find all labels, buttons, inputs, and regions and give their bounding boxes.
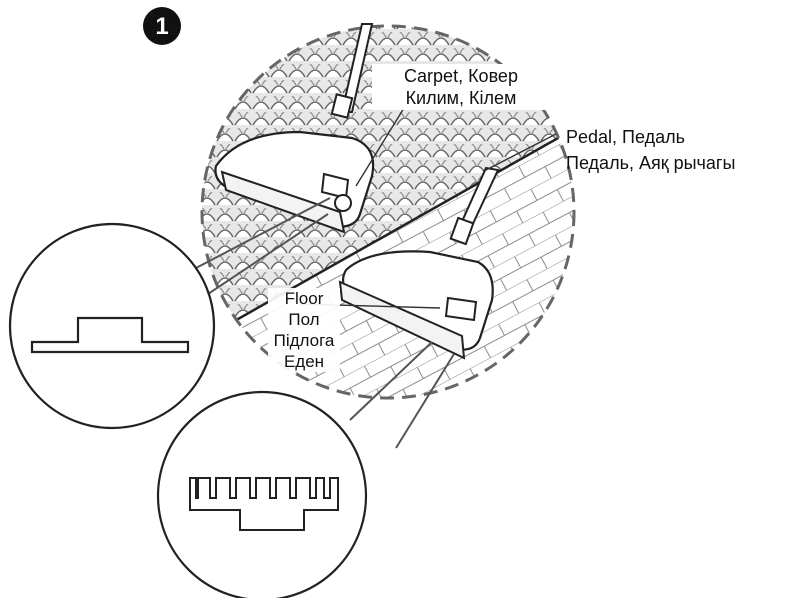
floor-mode-detail-circle — [156, 390, 368, 598]
floor-label-line-1: Floor — [284, 289, 324, 308]
raised-brush-profile — [30, 316, 190, 354]
floor-brush-head — [338, 166, 500, 360]
pedal-label: Pedal, Педаль Педаль, Аяқ рычагы — [566, 124, 735, 176]
floor-label-line-3: Підлога — [273, 331, 335, 350]
callout-connectors — [195, 197, 455, 449]
carpet-label-line-2: Килим, Кілем — [405, 88, 517, 108]
pedal-label-line-2: Педаль, Аяқ рычагы — [566, 153, 736, 173]
step-number-badge: 1 — [143, 7, 181, 45]
floor-label: Floor Пол Підлога Еден — [268, 288, 340, 372]
floor-label-line-2: Пол — [288, 310, 320, 329]
pedal-label-line-1: Pedal, Педаль — [566, 127, 685, 147]
carpet-label: Carpet, Ковер Килим, Кілем — [372, 64, 550, 110]
carpet-brush-head — [214, 23, 375, 234]
floor-label-line-4: Еден — [283, 352, 325, 371]
step-number: 1 — [155, 13, 168, 40]
bristle-brush-profile — [189, 477, 339, 531]
scene-dashed-border — [200, 24, 576, 400]
carpet-label-line-1: Carpet, Ковер — [404, 66, 518, 86]
carpet-mode-detail-circle — [8, 222, 216, 430]
